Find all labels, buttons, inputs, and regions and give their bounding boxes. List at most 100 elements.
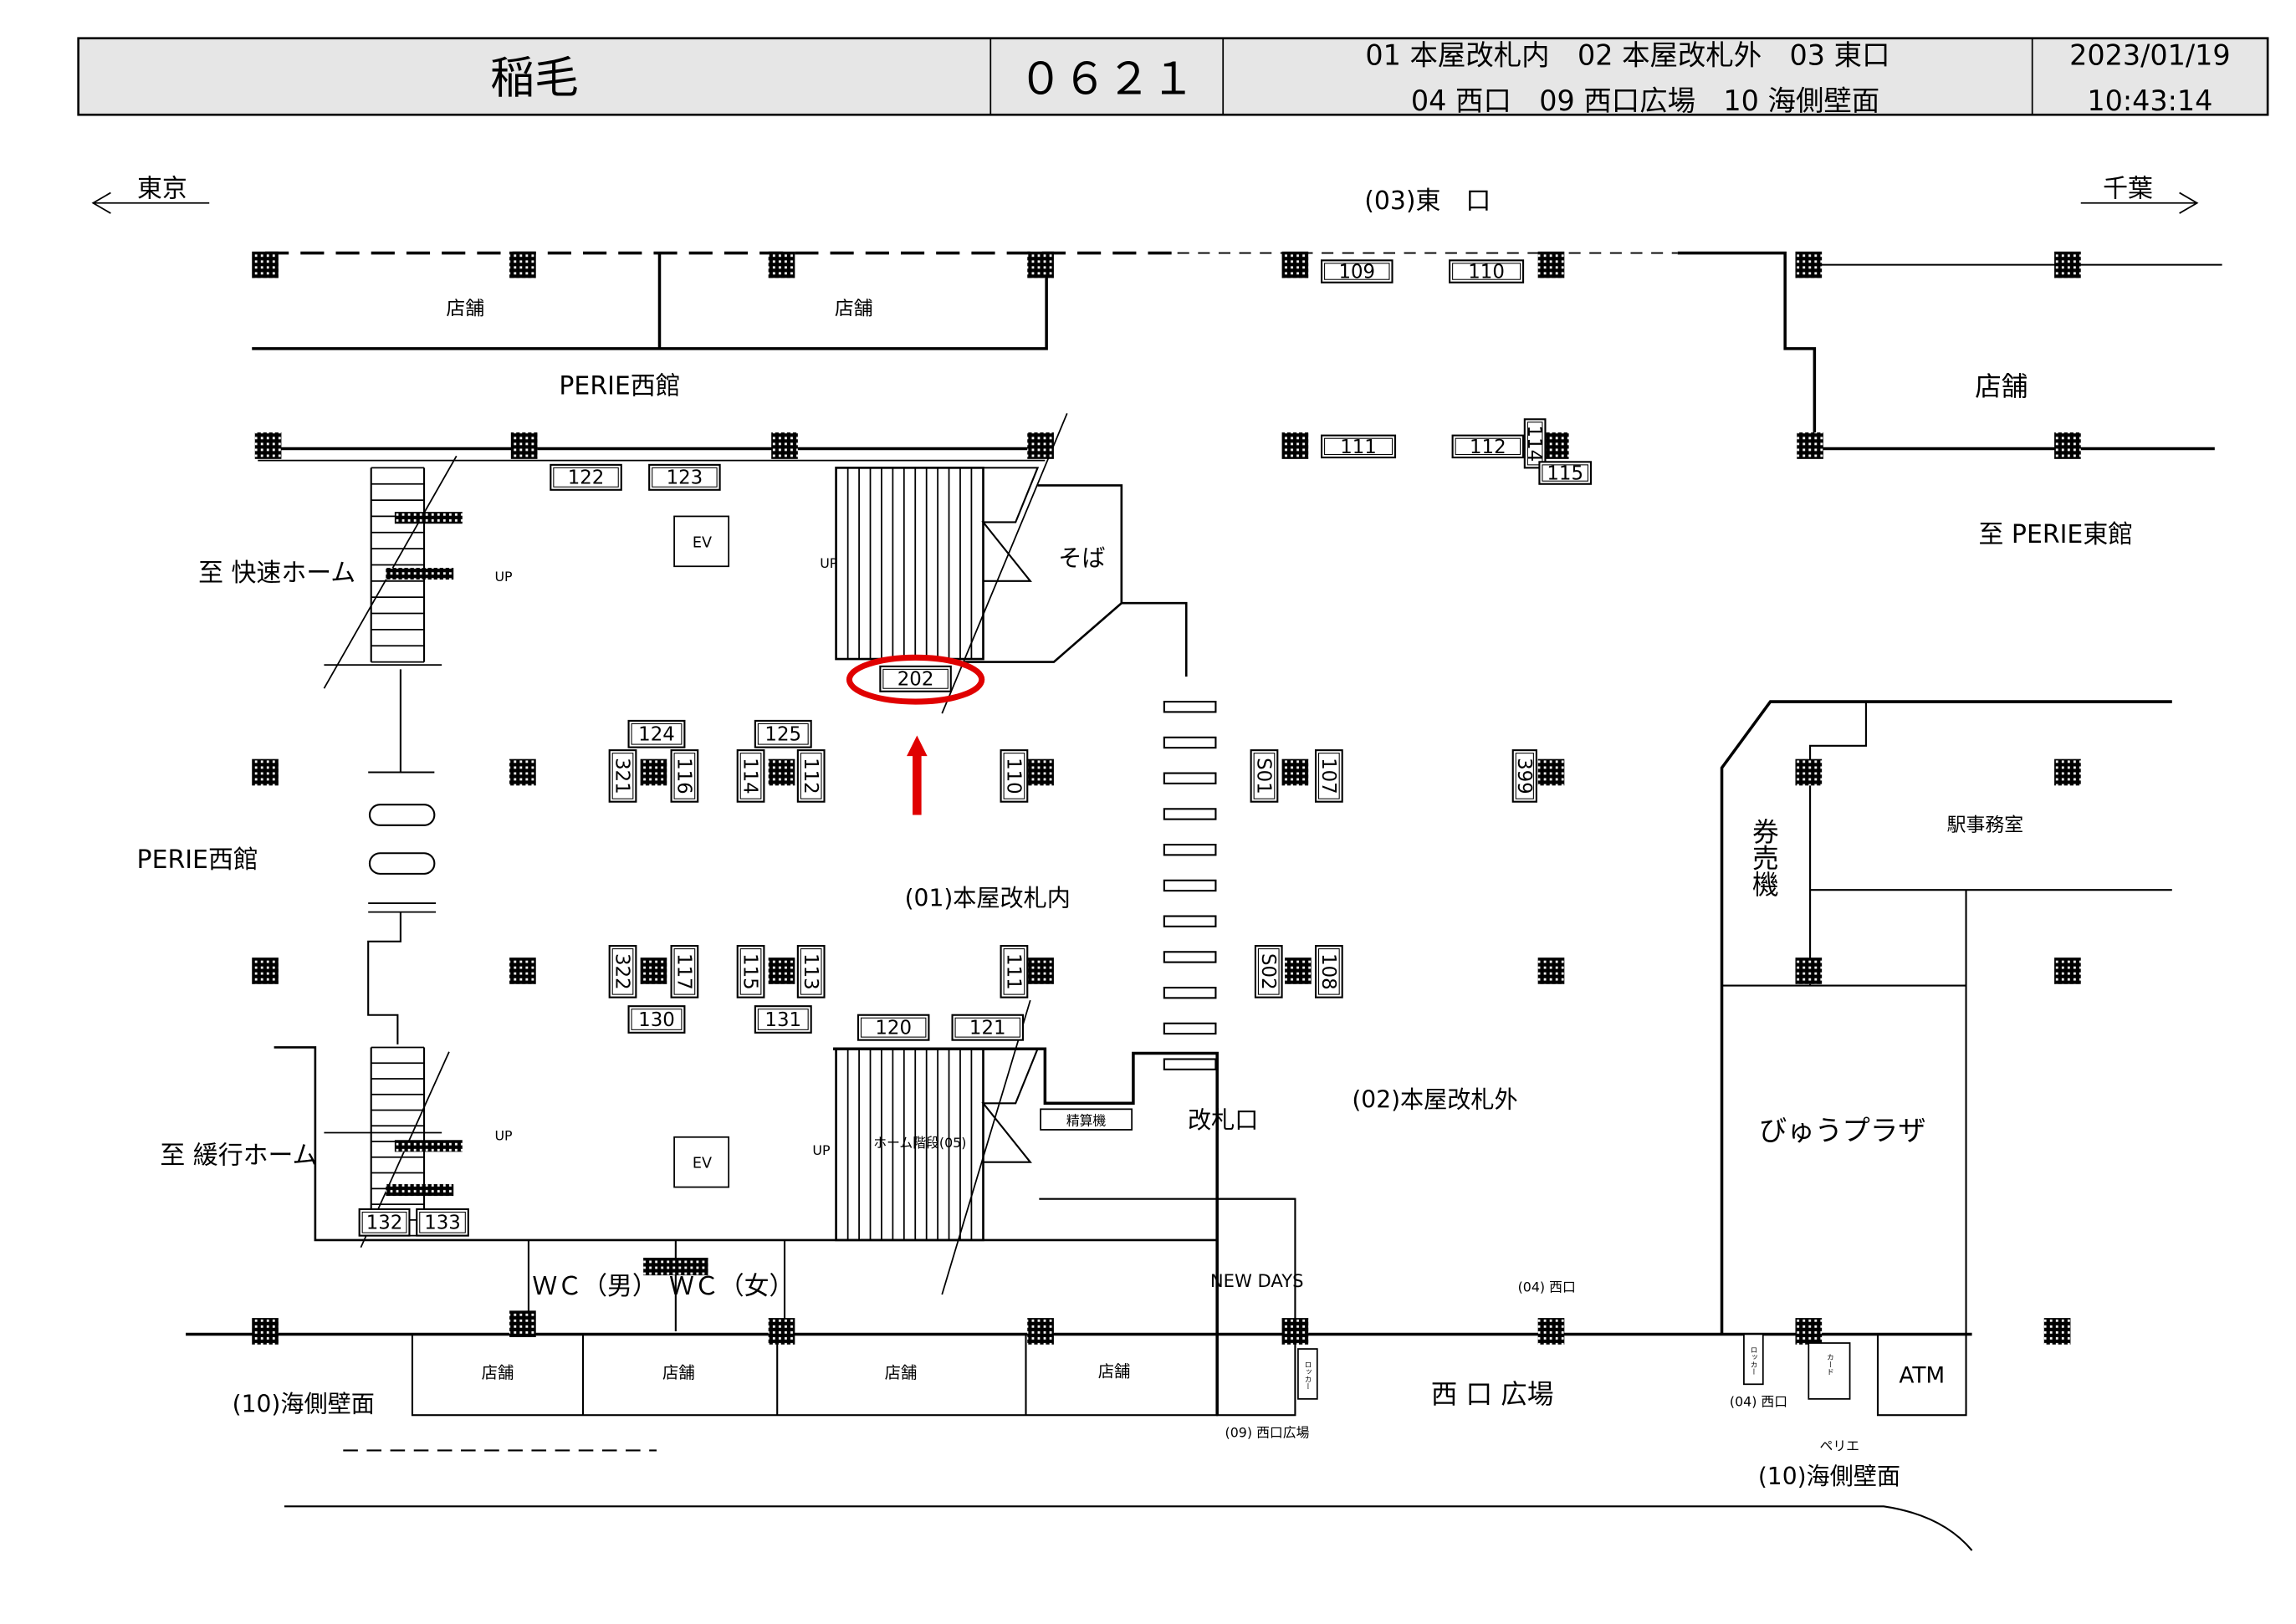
pillars xyxy=(252,251,2081,1345)
label-up: UP xyxy=(494,1127,512,1143)
label-shop: 店舗 xyxy=(662,1363,695,1382)
pillar xyxy=(1795,251,1823,278)
label-shop: 店舗 xyxy=(835,298,873,319)
gate-bar xyxy=(1163,808,1217,820)
pillar xyxy=(1537,1318,1565,1345)
label-outside-gate: (02)本屋改札外 xyxy=(1352,1086,1517,1114)
pillar xyxy=(2054,251,2081,278)
ad-board-111[interactable]: 111 xyxy=(1321,434,1397,459)
fare-machine xyxy=(1040,1108,1133,1131)
label-perie: ペリエ xyxy=(1820,1438,1860,1453)
ad-board-123[interactable]: 123 xyxy=(648,463,721,491)
ad-board-110[interactable]: 110 xyxy=(1000,749,1029,803)
ad-board-132[interactable]: 132 xyxy=(358,1208,411,1237)
pillar xyxy=(1795,1318,1823,1345)
pillar xyxy=(1537,958,1565,984)
ad-board-label: 131 xyxy=(764,1009,801,1031)
pillar xyxy=(510,432,538,459)
label-atm: ATM xyxy=(1899,1364,1945,1389)
ad-board-124[interactable]: 124 xyxy=(627,719,686,748)
gate-bar xyxy=(1163,1022,1217,1035)
ad-board-130[interactable]: 130 xyxy=(627,1005,686,1034)
ad-board-label: 110 xyxy=(1003,758,1025,794)
label-west-plaza: 西 口 広場 xyxy=(1431,1380,1554,1410)
gate-bar xyxy=(1163,1058,1217,1070)
pillar xyxy=(252,758,279,786)
ad-board-322[interactable]: 322 xyxy=(608,945,637,998)
ad-board-label: 322 xyxy=(611,953,633,990)
pillar xyxy=(640,758,667,786)
ad-board-S02[interactable]: S02 xyxy=(1254,945,1283,998)
pillar xyxy=(1027,958,1054,984)
ad-board-131[interactable]: 131 xyxy=(754,1005,812,1034)
ad-board-113[interactable]: 113 xyxy=(796,945,826,998)
ad-board-108[interactable]: 108 xyxy=(1314,945,1343,998)
ad-board-112[interactable]: 112 xyxy=(796,749,826,803)
pillar xyxy=(640,958,667,984)
ad-board-116[interactable]: 116 xyxy=(670,749,699,803)
pillar xyxy=(509,1310,536,1337)
gate-bar xyxy=(1163,701,1217,713)
ad-board-115[interactable]: 115 xyxy=(736,945,765,998)
ad-board-117[interactable]: 117 xyxy=(670,945,699,998)
elevator-upper xyxy=(673,515,730,568)
ad-board-110[interactable]: 110 xyxy=(1449,259,1525,283)
ad-board-label: S02 xyxy=(1257,953,1279,990)
label-shop: 店舗 xyxy=(885,1363,918,1382)
gate-bar xyxy=(1163,879,1217,892)
locker-label-1: ロッカー xyxy=(1302,1361,1311,1390)
ad-board-label: 111 xyxy=(1340,437,1377,458)
ad-board-121[interactable]: 121 xyxy=(951,1014,1025,1041)
label-perie-west-2: PERIE西館 xyxy=(137,845,258,875)
ad-board-label: 132 xyxy=(366,1213,403,1234)
ad-board-label: 120 xyxy=(875,1018,912,1039)
ad-board-label: 112 xyxy=(800,758,821,794)
pillar xyxy=(1795,758,1823,786)
ad-board-115[interactable]: 115 xyxy=(1538,461,1593,485)
gate-bar xyxy=(1163,915,1217,927)
elevator-lower-label: EV xyxy=(693,1156,712,1172)
ad-board-112[interactable]: 112 xyxy=(1451,434,1525,459)
ad-board-114[interactable]: 114 xyxy=(1523,418,1547,469)
pillar xyxy=(2054,758,2081,786)
ad-board-202[interactable]: 202 xyxy=(879,665,952,692)
ad-board-label: 321 xyxy=(611,758,633,794)
ad-board-321[interactable]: 321 xyxy=(608,749,637,803)
card-machine xyxy=(1808,1342,1851,1400)
pillar xyxy=(1537,758,1565,786)
area-list-line2: 04 西口 09 西口広場 10 海側壁面 xyxy=(1411,84,1879,117)
pillar xyxy=(2054,958,2081,984)
pillar xyxy=(1285,958,1312,984)
pillar xyxy=(1797,432,1823,459)
map-labels: (03)東 口 店舗 店舗 店舗 PERIE西館 PERIE西館 至 PERIE… xyxy=(137,186,2134,1490)
gate-bar xyxy=(1163,772,1217,784)
label-shop: 店舗 xyxy=(482,1363,514,1382)
ad-board-label: 114 xyxy=(1523,426,1545,462)
locker-2 xyxy=(1743,1333,1764,1386)
walls xyxy=(186,251,2222,1551)
pillar xyxy=(1795,958,1823,984)
ad-board-S01[interactable]: S01 xyxy=(1250,749,1279,803)
elevator-upper-label: EV xyxy=(693,534,712,551)
label-sea-wall: (10)海側壁面 xyxy=(233,1391,375,1418)
date: 2023/01/19 xyxy=(2069,38,2231,71)
ad-board-label: 113 xyxy=(800,953,821,990)
ad-board-109[interactable]: 109 xyxy=(1321,259,1393,283)
ad-board-label: 108 xyxy=(1317,953,1339,990)
ad-board-label: 121 xyxy=(969,1018,1006,1039)
gate-bar xyxy=(1163,843,1217,856)
ad-board-125[interactable]: 125 xyxy=(754,719,812,748)
ad-board-107[interactable]: 107 xyxy=(1314,749,1343,803)
ad-board-120[interactable]: 120 xyxy=(857,1014,930,1041)
ad-board-label: 110 xyxy=(1468,261,1505,283)
direction-right: 千葉 xyxy=(2080,175,2199,214)
ad-board-114[interactable]: 114 xyxy=(736,749,765,803)
ad-board-111[interactable]: 111 xyxy=(1000,945,1029,998)
ad-board-122[interactable]: 122 xyxy=(550,463,622,491)
label-ticket-machine: 券売機 xyxy=(1748,818,1779,897)
ad-board-399[interactable]: 399 xyxy=(1511,749,1537,803)
label-inside-gate: (01)本屋改札内 xyxy=(905,885,1071,912)
pillar xyxy=(509,958,536,984)
label-station-office: 駅事務室 xyxy=(1947,815,2023,836)
ad-board-133[interactable]: 133 xyxy=(416,1208,469,1237)
